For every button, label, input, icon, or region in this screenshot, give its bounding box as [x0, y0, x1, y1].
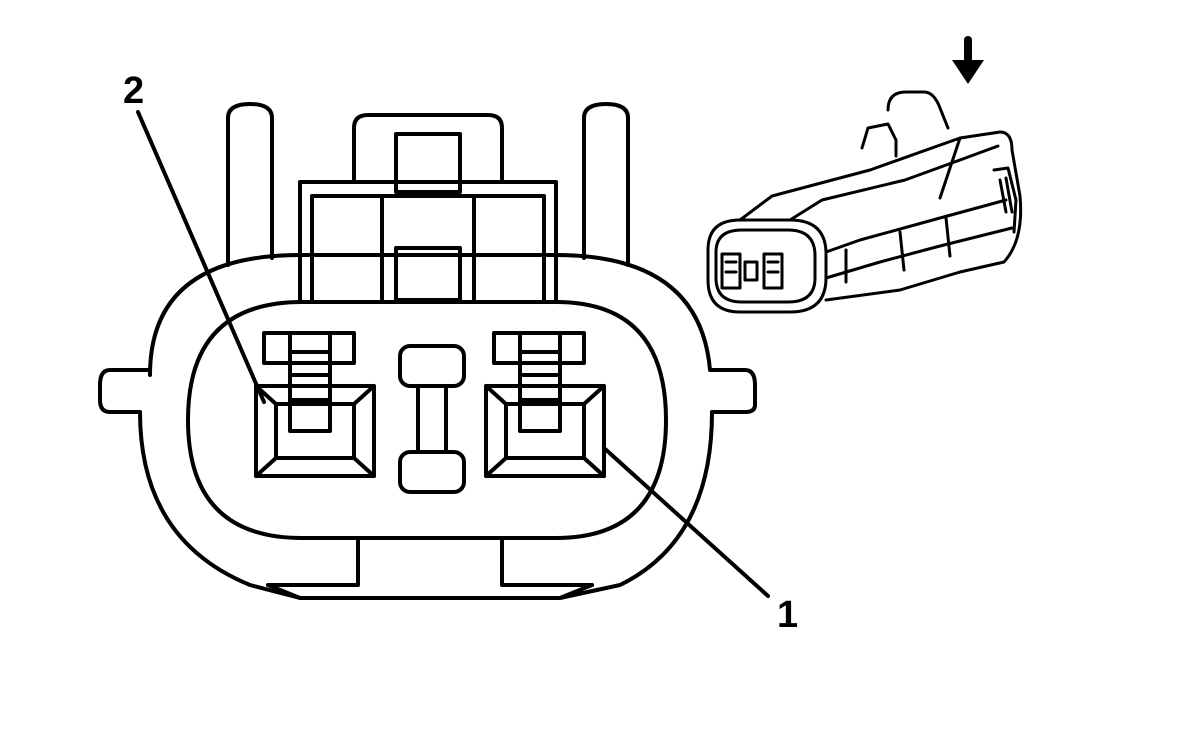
center-key: [398, 344, 466, 494]
insertion-arrow-icon: [952, 36, 984, 84]
terminal-2-cavity: [254, 331, 376, 478]
connector-housing: [98, 102, 757, 600]
callout-label-1: 1: [777, 594, 799, 636]
leader-line-2: [136, 110, 266, 404]
callout-label-2: 2: [123, 70, 145, 112]
connector-perspective-view: [706, 90, 1023, 314]
terminal-1-cavity: [484, 331, 606, 478]
leader-line-1: [602, 446, 770, 598]
